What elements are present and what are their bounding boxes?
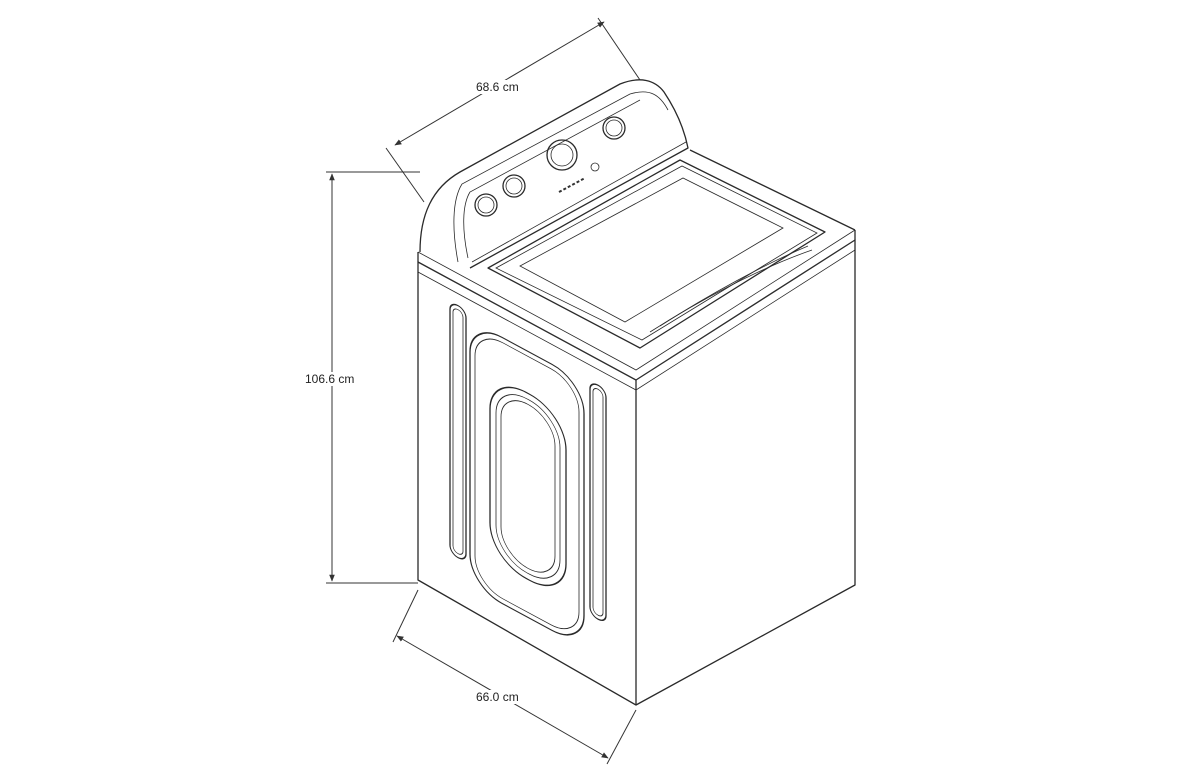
- knob-2[interactable]: [502, 174, 526, 198]
- width-label: 66.0 cm: [474, 690, 521, 704]
- status-light-icon: [590, 162, 600, 172]
- knob-1[interactable]: [474, 193, 498, 217]
- height-label: 106.6 cm: [303, 372, 357, 386]
- indicator-dots: [558, 177, 586, 193]
- knob-4[interactable]: [602, 116, 626, 140]
- control-console: [419, 79, 689, 269]
- cabinet: [417, 149, 856, 706]
- knob-cycle[interactable]: [546, 139, 578, 171]
- depth-label: 68.6 cm: [474, 80, 521, 94]
- front-panel: [449, 303, 607, 636]
- lid[interactable]: [487, 159, 826, 349]
